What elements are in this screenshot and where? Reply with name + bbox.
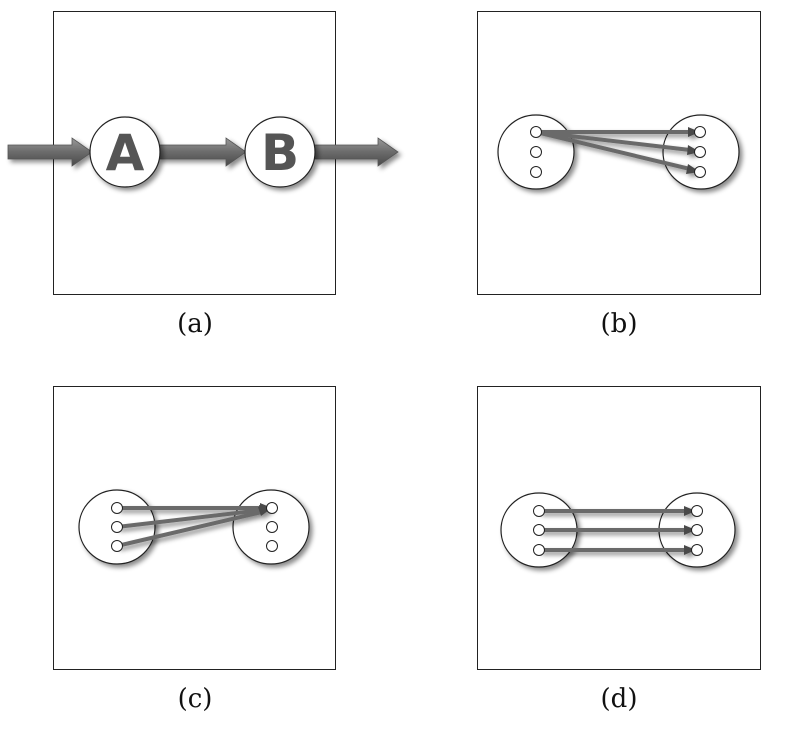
node-b: B [244,116,316,188]
caption-b: (b) [600,309,638,339]
panel-a-diagram: A B [7,116,399,188]
ports-d [533,505,703,556]
node-a-label: A [106,124,145,182]
edges-d [539,506,696,555]
a-to-b-arrow [157,137,247,167]
ports-b [530,126,706,178]
panel-b-diagram [497,114,740,190]
panel-d-diagram [500,492,736,568]
node-a: A [89,116,161,188]
ports-c [111,502,278,552]
caption-d: (d) [600,684,638,714]
output-arrow [313,137,399,167]
caption-a: (a) [177,309,213,339]
input-arrow [7,137,93,167]
node-b-label: B [261,124,299,182]
panel-c-diagram [78,489,310,565]
caption-c: (c) [177,684,213,714]
